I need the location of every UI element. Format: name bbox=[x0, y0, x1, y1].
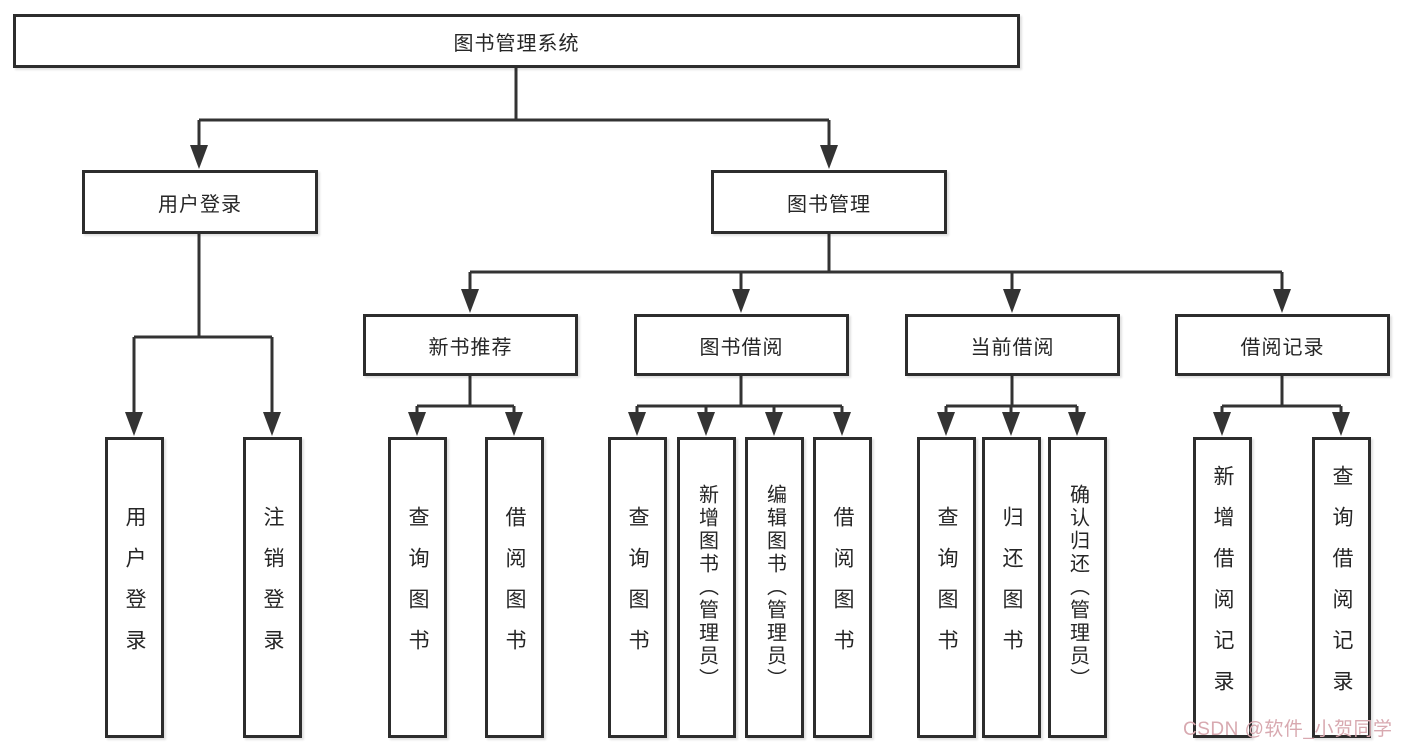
node-book-management-label: 图书管理 bbox=[787, 193, 871, 216]
leaf-edit-book-admin-label: 编辑图书（管理员） bbox=[763, 484, 786, 691]
node-current-borrowing: 当前借阅 bbox=[905, 314, 1120, 376]
leaf-return-books: 归还图书 bbox=[982, 437, 1041, 738]
leaf-query-borrow-record: 查询借阅记录 bbox=[1312, 437, 1371, 738]
node-user-login-label: 用户登录 bbox=[158, 193, 242, 216]
leaf-edit-book-admin: 编辑图书（管理员） bbox=[745, 437, 804, 738]
leaf-query-books-recommend: 查询图书 bbox=[388, 437, 447, 738]
leaf-borrow-books-recommend-label: 借阅图书 bbox=[503, 505, 526, 670]
node-book-borrowing-label: 图书借阅 bbox=[699, 336, 784, 359]
leaf-borrow-books-recommend: 借阅图书 bbox=[485, 437, 544, 738]
leaf-user-login-label: 用户登录 bbox=[123, 505, 146, 670]
leaf-add-book-admin-label: 新增图书（管理员） bbox=[695, 484, 718, 691]
leaf-borrow-books: 借阅图书 bbox=[813, 437, 872, 738]
node-user-login: 用户登录 bbox=[82, 170, 318, 234]
node-new-book-recommendation: 新书推荐 bbox=[363, 314, 578, 376]
watermark: CSDN @软件_小贺同学 bbox=[1183, 719, 1393, 740]
leaf-add-borrow-record-label: 新增借阅记录 bbox=[1211, 464, 1234, 711]
leaf-query-books-current-label: 查询图书 bbox=[935, 505, 958, 670]
node-borrowing-records: 借阅记录 bbox=[1175, 314, 1390, 376]
leaf-borrow-books-label: 借阅图书 bbox=[831, 505, 854, 670]
leaf-query-books-recommend-label: 查询图书 bbox=[406, 505, 429, 670]
leaf-query-books-borrow-label: 查询图书 bbox=[626, 505, 649, 670]
leaf-logout: 注销登录 bbox=[243, 437, 302, 738]
leaf-user-login: 用户登录 bbox=[105, 437, 164, 738]
leaf-add-book-admin: 新增图书（管理员） bbox=[677, 437, 736, 738]
arrowhead-icons bbox=[125, 145, 1350, 436]
leaf-confirm-return-admin: 确认归还（管理员） bbox=[1048, 437, 1107, 738]
node-new-book-recommendation-label: 新书推荐 bbox=[428, 336, 513, 359]
leaf-query-borrow-record-label: 查询借阅记录 bbox=[1330, 464, 1353, 711]
node-current-borrowing-label: 当前借阅 bbox=[970, 336, 1055, 359]
leaf-query-books-current: 查询图书 bbox=[917, 437, 976, 738]
node-root: 图书管理系统 bbox=[13, 14, 1020, 68]
node-book-management: 图书管理 bbox=[711, 170, 947, 234]
leaf-return-books-label: 归还图书 bbox=[1000, 505, 1023, 670]
leaf-logout-label: 注销登录 bbox=[261, 505, 284, 670]
leaf-query-books-borrow: 查询图书 bbox=[608, 437, 667, 738]
node-book-borrowing: 图书借阅 bbox=[634, 314, 849, 376]
leaf-confirm-return-admin-label: 确认归还（管理员） bbox=[1066, 484, 1089, 691]
leaf-add-borrow-record: 新增借阅记录 bbox=[1193, 437, 1252, 738]
node-borrowing-records-label: 借阅记录 bbox=[1240, 336, 1325, 359]
node-root-label: 图书管理系统 bbox=[453, 32, 580, 55]
